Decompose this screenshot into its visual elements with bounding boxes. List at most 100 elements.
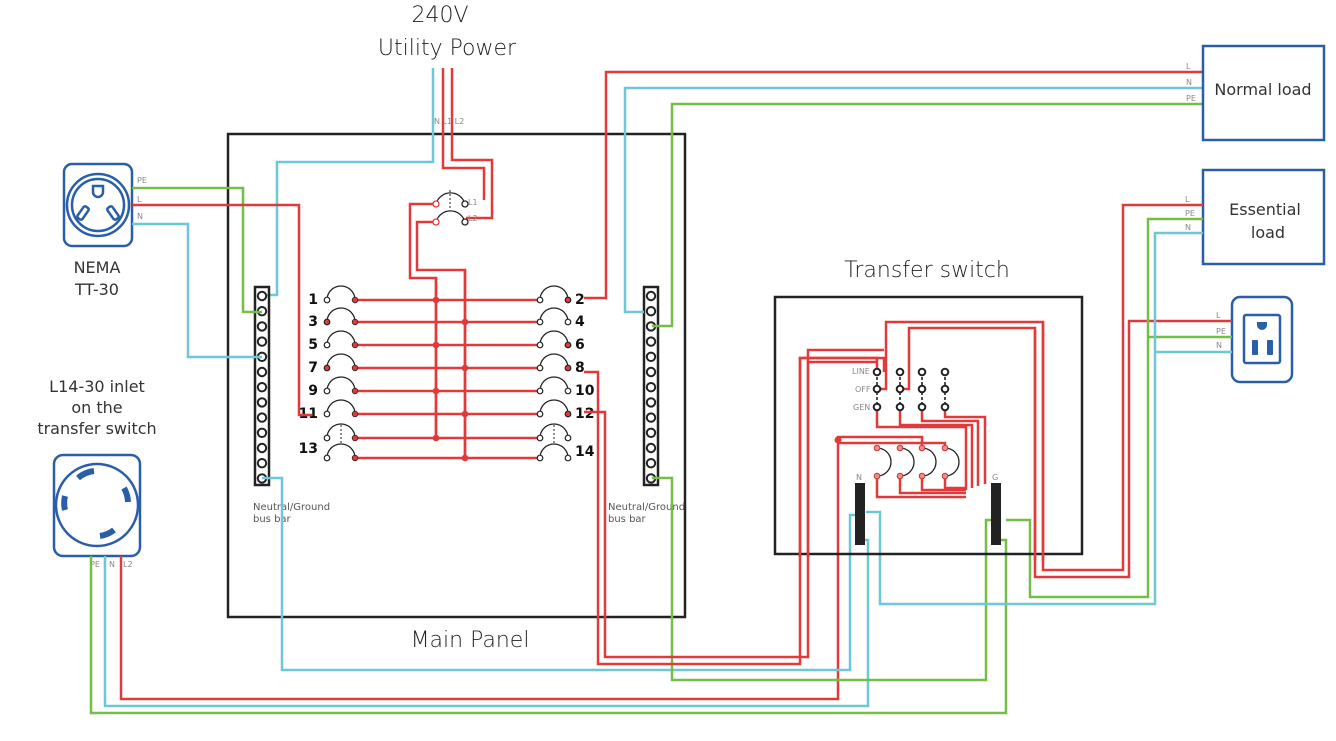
ts-breaker-arc: [944, 447, 960, 477]
breaker-terminal: [351, 296, 359, 304]
bus-bar-hole: [256, 366, 268, 378]
essential-load-pin-n: N: [1185, 223, 1191, 232]
bus-tap-dot: [461, 454, 469, 462]
breaker-number-right: 8: [575, 360, 585, 376]
duplex-receptacle: [1230, 295, 1294, 384]
bus-bar-body: [642, 285, 660, 487]
breaker-right-arc: [539, 307, 569, 323]
bus-bar-hole: [256, 321, 268, 332]
breaker-terminal: [536, 341, 544, 349]
bus-tap-dot: [461, 364, 469, 372]
main-breaker-label-l1: L1: [468, 198, 478, 207]
breaker-terminal: [323, 364, 331, 372]
panel-hot-bus: [434, 270, 467, 458]
breaker-right-arc: [539, 330, 569, 346]
breaker-right-arc: [539, 443, 569, 459]
normal-load-label: Normal load: [1214, 80, 1311, 99]
bus-tap-dot: [432, 434, 440, 442]
breaker-terminal: [351, 387, 359, 395]
ts-bar-g-label: G: [992, 473, 998, 482]
nema-label-line2: TT-30: [74, 280, 119, 299]
breaker-number-right: 14: [575, 444, 595, 460]
bus-bar-hole: [645, 366, 657, 378]
nema-pin-n: N: [137, 212, 143, 221]
breaker-number-left: 1: [308, 292, 318, 308]
breaker-number-left: 7: [308, 360, 318, 376]
utility-wire-labels: N L1 L2: [434, 117, 464, 126]
l14-30-inlet: [52, 453, 142, 558]
ts-breaker-terminal: [918, 472, 926, 480]
breaker-terminal: [564, 454, 572, 462]
bus-bar-hole: [256, 290, 268, 302]
breaker-terminal: [564, 318, 572, 326]
breaker-number-left: 9: [308, 383, 318, 399]
breaker-number-left: 3: [308, 314, 318, 330]
breaker-left-arc: [326, 423, 356, 439]
main-breaker-label-l2: L2: [468, 214, 478, 223]
bus-bar-hole: [256, 397, 268, 408]
utility-title-line2: Utility Power: [378, 36, 517, 61]
normal-load-pin-pe: PE: [1186, 94, 1196, 103]
neutral-ground-bus-bar-right: [642, 285, 660, 487]
breaker-terminal: [564, 434, 572, 442]
breaker-left-arc: [326, 330, 356, 346]
bus-tap-dot: [432, 387, 440, 395]
normal-load-box: [1201, 44, 1326, 142]
bus-tap-dot: [461, 318, 469, 326]
bus-bar-right-label-1: Neutral/Ground: [608, 502, 685, 513]
bus-bar-hole: [256, 412, 268, 423]
ts-breaker-terminal: [896, 472, 904, 480]
l14-pin-pe: PE: [90, 560, 100, 569]
bus-bar-left-label-1: Neutral/Ground: [253, 502, 330, 513]
breaker-number-right: 12: [575, 406, 594, 422]
ts-circuit-breakers: [873, 444, 960, 480]
contact-terminal: [917, 367, 927, 377]
breaker-number-right: 10: [575, 383, 595, 399]
ts-breaker-terminal: [896, 444, 904, 452]
main-panel-label: Main Panel: [411, 628, 530, 653]
bus-bar-hole: [645, 290, 657, 302]
bus-bar-hole: [645, 336, 657, 347]
ts-breaker-terminal: [941, 444, 949, 452]
breaker-terminal: [564, 364, 572, 372]
bus-bar-hole: [645, 397, 657, 408]
contact-terminal: [872, 384, 882, 394]
breaker-right-arc: [539, 376, 569, 392]
breaker-terminal: [351, 454, 359, 462]
breaker-terminal: [536, 454, 544, 462]
breaker-number-left: 5: [308, 337, 318, 353]
nema-tt30-outlet: [62, 162, 134, 248]
breaker-left-arc: [326, 307, 356, 323]
breaker-terminal: [323, 410, 331, 418]
contact-terminal: [940, 384, 950, 394]
ts-breaker-terminal: [918, 444, 926, 452]
ts-internal-wiring: [798, 320, 1045, 560]
ts-pos-gen: GEN: [853, 403, 870, 412]
l14-label-line2: on the: [71, 398, 122, 417]
normal-load-pin-n: N: [1186, 78, 1192, 87]
transfer-switch-box: [773, 295, 1084, 556]
breaker-terminal: [323, 341, 331, 349]
receptacle-pin-n: N: [1216, 341, 1222, 350]
l14-pin-l2: L2: [123, 560, 133, 569]
ts-ground-bar: [991, 483, 1001, 545]
breaker-terminal: [323, 318, 331, 326]
breaker-left-arc: [326, 399, 356, 415]
bus-bar-hole: [256, 442, 268, 454]
breaker-left-arc: [326, 376, 356, 392]
ts-neutral-bar: [855, 483, 865, 545]
breaker-terminal: [564, 296, 572, 304]
contact-terminal: [940, 367, 950, 377]
bus-bar-hole: [256, 382, 268, 393]
l14-pin-n: N: [109, 560, 115, 569]
breaker-number-right: 6: [575, 337, 585, 353]
contact-terminal: [917, 402, 927, 412]
breaker-terminal: [536, 296, 544, 304]
breaker-right-arc: [539, 353, 569, 369]
breaker-terminal: [351, 318, 359, 326]
receptacle-pin-pe: PE: [1216, 327, 1226, 336]
normal-load-pin-l: L: [1186, 62, 1191, 71]
panel-to-ts-wires: [262, 348, 998, 682]
